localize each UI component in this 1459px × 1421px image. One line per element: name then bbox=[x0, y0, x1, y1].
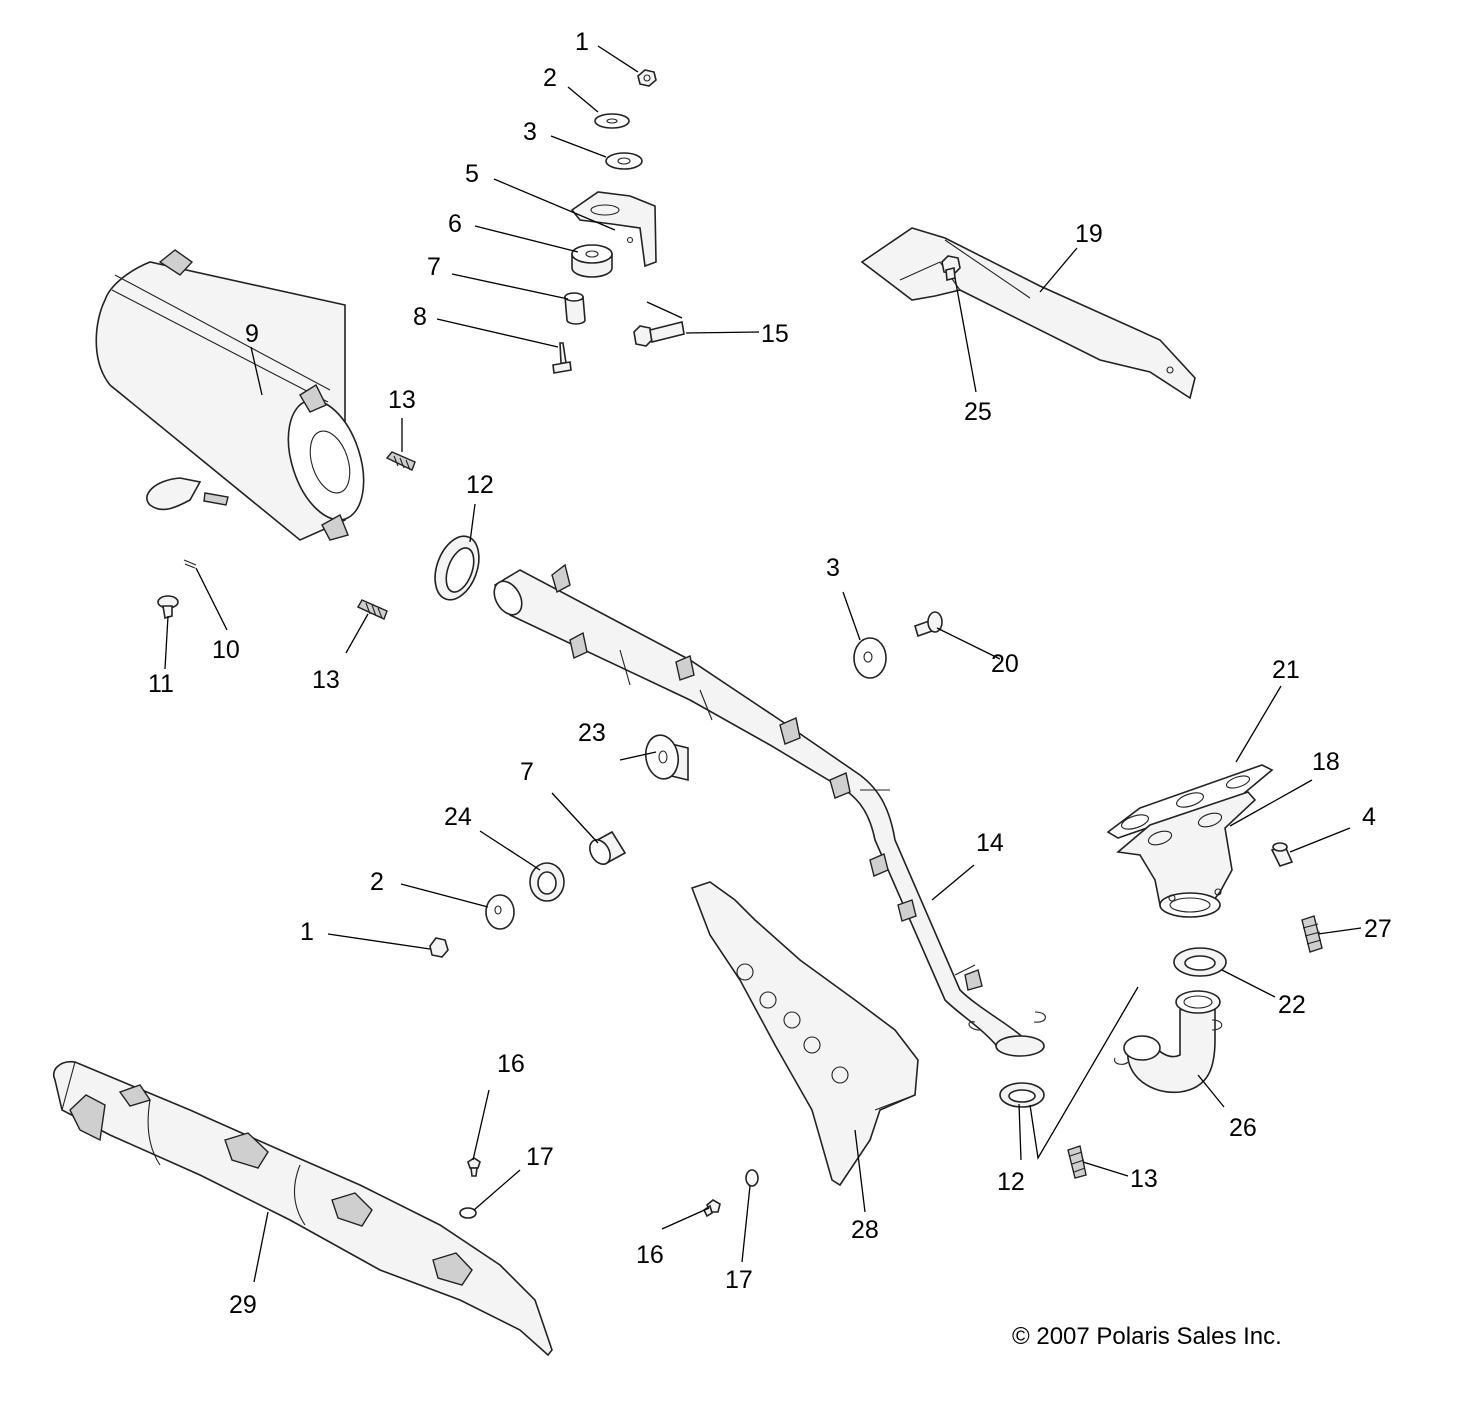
callout-25: 25 bbox=[964, 398, 992, 426]
bolt-icon bbox=[914, 611, 943, 638]
callout-2-top: 2 bbox=[543, 64, 557, 92]
callout-14: 14 bbox=[976, 829, 1004, 857]
heat-shield-icon bbox=[53, 1060, 553, 1357]
heat-shield-icon bbox=[690, 881, 919, 1187]
callout-11: 11 bbox=[148, 670, 174, 698]
clip-icon bbox=[183, 559, 197, 569]
washer-icon bbox=[853, 637, 887, 679]
grommet-icon bbox=[529, 862, 565, 902]
callout-labels: 1 2 3 5 6 7 8 9 13 12 11 10 13 15 19 25 … bbox=[148, 28, 1392, 1350]
callout-20: 20 bbox=[991, 650, 1019, 678]
callout-7-top: 7 bbox=[427, 253, 441, 281]
spring-icon bbox=[1301, 915, 1323, 953]
muffler-icon bbox=[95, 249, 365, 541]
callout-5: 5 bbox=[465, 160, 479, 188]
callout-6: 6 bbox=[448, 210, 462, 238]
callout-17-right: 17 bbox=[725, 1266, 753, 1294]
callout-19: 19 bbox=[1075, 220, 1103, 248]
callout-9: 9 bbox=[245, 320, 259, 348]
callout-1-mid: 1 bbox=[300, 918, 314, 946]
screw-icon bbox=[157, 595, 179, 620]
seal-ring-icon bbox=[434, 535, 480, 601]
callout-13-upper: 13 bbox=[388, 386, 416, 414]
callout-8: 8 bbox=[413, 303, 427, 331]
bushing-icon bbox=[564, 292, 586, 325]
screw-icon bbox=[702, 1199, 721, 1218]
callout-13-lower: 13 bbox=[1130, 1165, 1158, 1193]
nut-icon bbox=[637, 69, 657, 87]
callout-16-right: 16 bbox=[636, 1241, 664, 1269]
nut-icon bbox=[429, 937, 449, 958]
callout-13-left: 13 bbox=[312, 666, 340, 694]
callout-23: 23 bbox=[578, 719, 606, 747]
elbow-pipe-icon bbox=[1114, 990, 1223, 1094]
callout-4: 4 bbox=[1362, 803, 1376, 831]
callout-21: 21 bbox=[1272, 656, 1300, 684]
bushing-icon bbox=[589, 830, 627, 866]
copyright-notice: © 2007 Polaris Sales Inc. bbox=[1012, 1323, 1282, 1350]
callout-16-left: 16 bbox=[497, 1050, 525, 1078]
bolt-icon bbox=[1270, 842, 1294, 867]
bolt-icon bbox=[552, 342, 572, 374]
callout-12-lower: 12 bbox=[997, 1168, 1025, 1196]
exhaust-manifold-icon bbox=[1116, 791, 1257, 918]
washer-icon bbox=[745, 1169, 759, 1187]
callout-7-mid: 7 bbox=[520, 758, 534, 786]
grommet-icon bbox=[644, 734, 689, 782]
callout-3-top: 3 bbox=[523, 118, 537, 146]
callout-18: 18 bbox=[1312, 748, 1340, 776]
spring-icon bbox=[385, 451, 416, 471]
callout-24: 24 bbox=[444, 803, 472, 831]
head-pipe-icon bbox=[493, 563, 1046, 1057]
bolt-icon bbox=[633, 321, 685, 347]
callout-27: 27 bbox=[1364, 915, 1392, 943]
seal-ring-icon bbox=[1173, 947, 1227, 977]
screw-icon bbox=[467, 1157, 481, 1177]
callout-17-left: 17 bbox=[526, 1143, 554, 1171]
seal-ring-icon bbox=[999, 1082, 1045, 1108]
washer-icon bbox=[485, 894, 515, 930]
grommet-icon bbox=[571, 244, 613, 278]
callout-2-mid: 2 bbox=[370, 868, 384, 896]
callout-15: 15 bbox=[761, 320, 789, 348]
callout-1-top: 1 bbox=[575, 28, 589, 56]
washer-icon bbox=[459, 1207, 477, 1219]
callout-29: 29 bbox=[229, 1291, 257, 1319]
washer-icon bbox=[605, 152, 643, 170]
callout-28: 28 bbox=[851, 1216, 879, 1244]
leader-lines bbox=[164, 45, 1362, 1283]
manifold-gasket-icon bbox=[1106, 764, 1274, 839]
callout-12-upper: 12 bbox=[466, 471, 494, 499]
callout-22: 22 bbox=[1278, 991, 1306, 1019]
heat-shield-icon bbox=[860, 227, 1196, 400]
washer-icon bbox=[594, 113, 630, 129]
bolt-icon bbox=[941, 255, 961, 282]
spring-icon bbox=[357, 599, 388, 620]
callout-10: 10 bbox=[212, 636, 240, 664]
callout-26: 26 bbox=[1229, 1114, 1257, 1142]
callout-3-right: 3 bbox=[826, 554, 840, 582]
spring-icon bbox=[1067, 1145, 1087, 1179]
